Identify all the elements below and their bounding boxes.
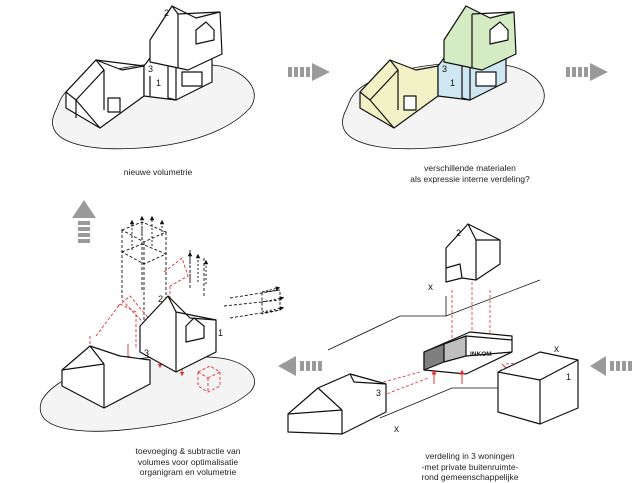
cut-mark: x <box>554 344 559 355</box>
step3-label-1: 1 <box>218 328 223 338</box>
step1-volumes <box>65 5 223 129</box>
caption-new-volumetry: nieuwe volumetrie <box>78 167 238 178</box>
cut-mark: x <box>428 282 433 293</box>
step1-label-3: 3 <box>148 64 153 74</box>
step2-volumes <box>359 5 517 129</box>
caption-line: toevoeging & subtractie van <box>135 446 241 456</box>
step2-label-1: 1 <box>450 78 455 88</box>
right-arrow-icon <box>288 63 330 81</box>
step4-label-3: 3 <box>376 388 381 398</box>
caption-materials: verschillende materialen als expressie i… <box>370 163 570 184</box>
step3-volumes <box>61 295 217 409</box>
caption-line: als expressie interne verdeling? <box>410 173 530 184</box>
caption-line: verdeling in 3 woningen <box>425 451 515 461</box>
up-arrow-icon <box>72 200 96 243</box>
step4-volume-1 <box>497 351 579 425</box>
caption-line: nieuwe volumetrie <box>123 167 193 177</box>
step4-label-2: 2 <box>456 228 461 238</box>
left-arrow-icon <box>590 356 632 376</box>
step3-label-2: 2 <box>158 294 163 304</box>
caption-line: rond gemeenschappelijke <box>421 472 519 482</box>
caption-division: verdeling in 3 woningen -met private bui… <box>380 451 560 483</box>
step3-up-arrows <box>129 215 285 313</box>
entrance-label: INKOM <box>470 351 492 358</box>
caption-line: organigram en volumetrie <box>139 467 237 477</box>
cut-mark: x <box>394 424 399 435</box>
caption-line: -met private buitenruimte- <box>421 461 519 472</box>
caption-addition-subtraction: toevoeging & subtractie van volumes voor… <box>88 446 288 478</box>
step1-label-2: 2 <box>164 8 169 18</box>
step4-volume-2 <box>445 223 501 283</box>
step1-label-1: 1 <box>156 78 161 88</box>
step4-core <box>423 331 513 375</box>
caption-line: verschillende materialen <box>424 163 516 173</box>
left-arrow-icon <box>278 356 322 376</box>
right-arrow-icon <box>566 63 608 81</box>
step3-dashed-projections <box>120 221 281 320</box>
step2-label-3: 3 <box>442 64 447 74</box>
step3-label-3: 3 <box>144 348 149 358</box>
step4-volume-3 <box>287 373 387 435</box>
step4-label-1: 1 <box>566 372 571 382</box>
caption-line: volumes voor optimalisatie <box>137 456 239 467</box>
